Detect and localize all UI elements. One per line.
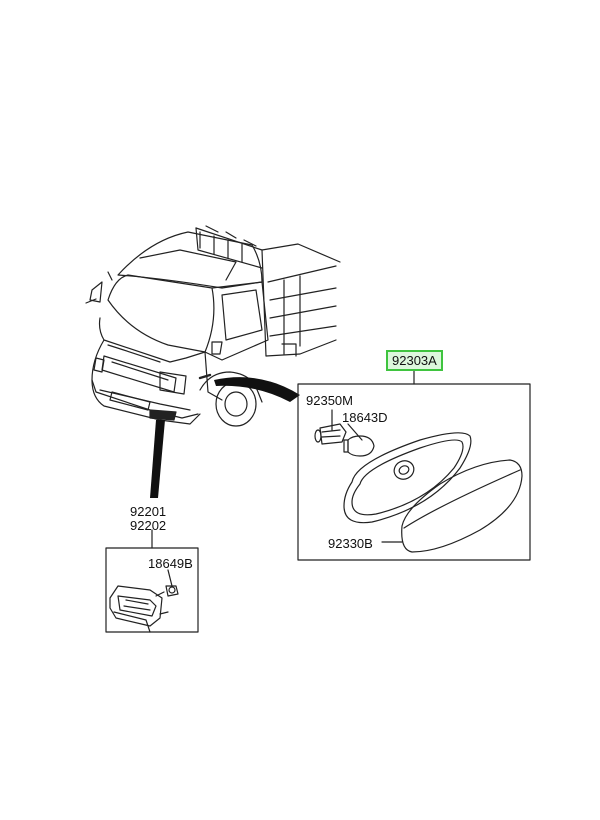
label-fog-lamp-92202[interactable]: 92202 bbox=[130, 518, 167, 533]
fog-lamp-group bbox=[105, 529, 199, 633]
label-bulb-18643d[interactable]: 18643D bbox=[342, 410, 388, 425]
truck-illustration bbox=[85, 225, 341, 427]
label-lens-92330b[interactable]: 92330B bbox=[328, 536, 373, 551]
label-bulb-18649b[interactable]: 18649B bbox=[148, 556, 193, 571]
label-assembly-92303a[interactable]: 92303A bbox=[386, 350, 443, 371]
callout-pointers bbox=[150, 377, 300, 498]
side-marker-group bbox=[297, 369, 531, 561]
label-socket-92350m[interactable]: 92350M bbox=[306, 393, 353, 408]
label-fog-lamp-92201[interactable]: 92201 bbox=[130, 504, 167, 519]
